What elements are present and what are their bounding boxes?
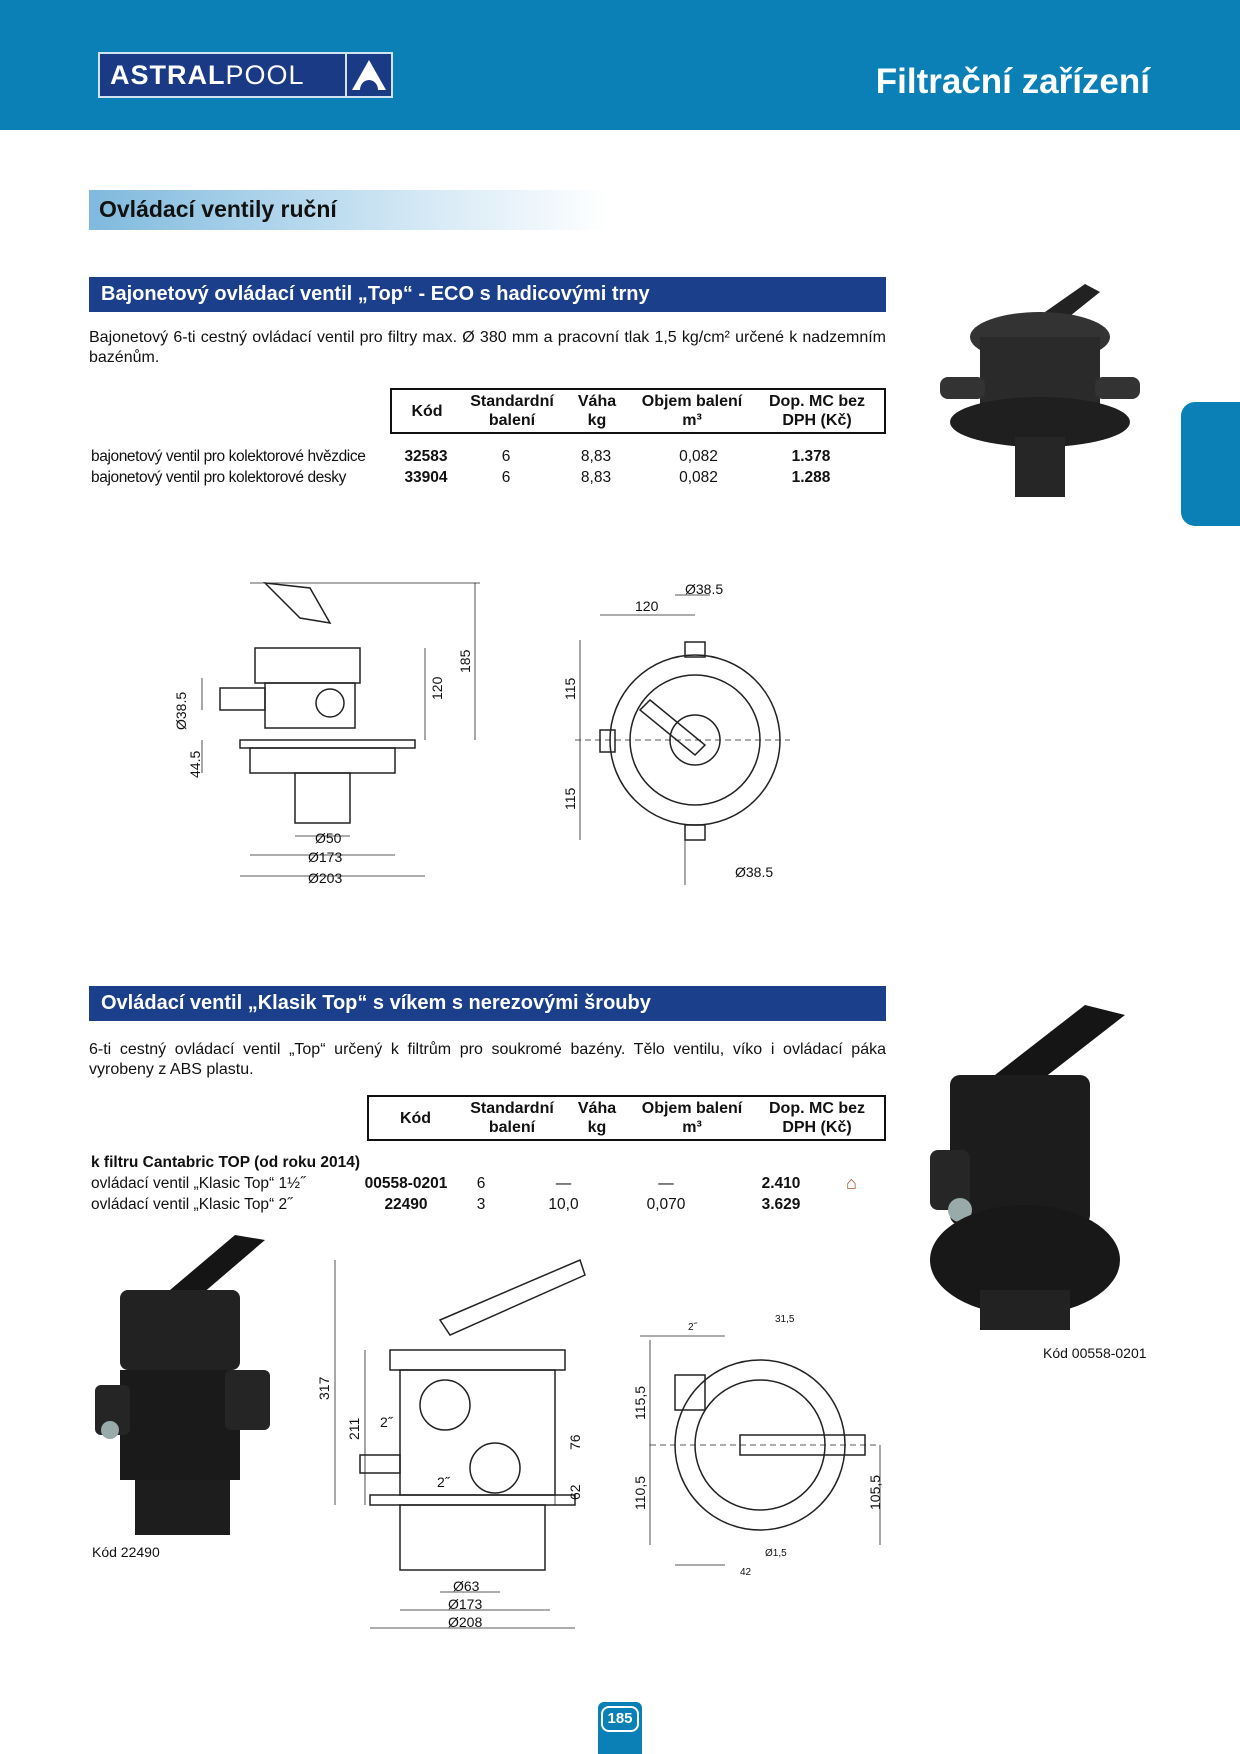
row-pack: 6: [501, 447, 511, 465]
row-weight: —: [555, 1174, 572, 1192]
logo-text-bold: ASTRAL: [110, 59, 226, 90]
col-weight: Váha kg: [577, 393, 617, 429]
row-volume: 0,070: [646, 1195, 686, 1213]
dim-label: Ø38.5: [685, 581, 723, 597]
logo-mark-icon: [345, 54, 391, 96]
col-pack: Standardní balení: [470, 1100, 554, 1136]
product1-table-header: Kód Standardní balení Váha kg Objem bale…: [390, 388, 886, 434]
row-pack: 6: [476, 1174, 486, 1192]
row-name: ovládací ventil „Klasic Top“ 2˝: [91, 1195, 293, 1213]
dim-label: 2˝: [688, 1321, 698, 1333]
side-chapter-tab: [1181, 402, 1240, 526]
col-volume: Objem balení m³: [641, 1100, 743, 1136]
dim-label: Ø50: [315, 830, 342, 846]
dim-label: 115: [562, 787, 578, 810]
product2-title: Ovládací ventil „Klasik Top“ s víkem s n…: [89, 986, 886, 1021]
row-price: 2.410: [761, 1174, 801, 1192]
dim-label: Ø1,5: [765, 1548, 787, 1559]
row-volume: —: [658, 1174, 674, 1192]
dim-label: 105,5: [867, 1475, 883, 1510]
section-title: Ovládací ventily ruční: [89, 190, 609, 230]
row-pack: 6: [501, 468, 511, 486]
product2-caption-left: Kód 22490: [92, 1544, 160, 1560]
dim-label: 76: [567, 1434, 583, 1450]
col-price: Dop. MC bez DPH (Kč): [769, 1100, 865, 1136]
dim-label: Ø63: [453, 1578, 480, 1594]
col-code: Kód: [411, 402, 443, 420]
page-number-label: 185: [601, 1706, 639, 1732]
row-weight: 10,0: [548, 1195, 579, 1213]
product1-title: Bajonetový ovládací ventil „Top“ - ECO s…: [89, 277, 886, 312]
row-code: 33904: [404, 468, 448, 486]
dim-label: 120: [429, 676, 445, 700]
dim-label: 44.5: [187, 751, 203, 778]
col-code: Kód: [399, 1109, 432, 1127]
dim-label: Ø203: [308, 870, 342, 886]
table-row: bajonetový ventil pro kolektorové hvězdi…: [91, 446, 891, 467]
product2-side-drawing: 317 211 2˝ 2˝ 76 62 Ø63 Ø173 Ø208: [316, 1258, 586, 1630]
logo-text-light: POOL: [225, 59, 305, 90]
table-row: bajonetový ventil pro kolektorové desky …: [91, 467, 891, 488]
dim-label: 185: [457, 649, 473, 673]
row-code: 32583: [404, 447, 448, 465]
product1-description: Bajonetový 6-ti cestný ovládací ventil p…: [89, 329, 886, 366]
house-icon: ⌂: [846, 1173, 857, 1193]
row-price: 1.288: [791, 468, 831, 486]
product1-top-drawing: Ø38.5 120 115 115 Ø38.5: [562, 581, 790, 885]
product2-description: 6-ti cestný ovládací ventil „Top“ určený…: [89, 1041, 886, 1078]
col-weight: Váha kg: [577, 1100, 617, 1136]
dim-label: 110,5: [632, 1476, 648, 1510]
product2-table-header: Kód Standardní balení Váha kg Objem bale…: [367, 1095, 886, 1141]
dim-label: 42: [740, 1567, 752, 1578]
row-weight: 8,83: [580, 468, 612, 486]
dim-label: 2˝: [437, 1474, 451, 1490]
product1-photo: [940, 284, 1140, 497]
product2-photo-right: [930, 1005, 1125, 1330]
product2-caption-right: Kód 00558-0201: [1043, 1345, 1147, 1361]
dim-label: 115: [562, 677, 578, 700]
row-volume: 0,082: [679, 468, 718, 486]
page-number: 185: [598, 1702, 642, 1754]
product1-side-drawing: Ø38.5 44.5 Ø50 Ø173 Ø203 120 185: [173, 582, 480, 886]
row-volume: 0,082: [679, 447, 718, 465]
col-pack: Standardní balení: [470, 393, 554, 429]
dim-label: 120: [635, 598, 659, 614]
dim-label: Ø38.5: [735, 864, 773, 880]
row-name: bajonetový ventil pro kolektorové hvězdi…: [91, 447, 366, 465]
row-price: 1.378: [791, 447, 831, 465]
dim-label: 317: [316, 1376, 332, 1400]
dim-label: 62: [567, 1484, 583, 1500]
table-row: ovládací ventil „Klasic Top“ 1½˝ 00558-0…: [91, 1173, 911, 1194]
row-weight: 8,83: [580, 447, 612, 465]
dim-label: 2˝: [380, 1414, 394, 1430]
row-pack: 3: [476, 1195, 486, 1213]
dim-label: Ø38.5: [173, 692, 189, 730]
product2-table-body: k filtru Cantabric TOP (od roku 2014) ov…: [91, 1152, 911, 1215]
product2-top-drawing: 2˝ 31,5 115,5 110,5 105,5 Ø1,5 42: [632, 1314, 883, 1578]
dim-label: 115,5: [632, 1386, 648, 1420]
dim-label: 211: [346, 1417, 362, 1440]
row-name: bajonetový ventil pro kolektorové desky: [91, 468, 346, 486]
row-name: ovládací ventil „Klasic Top“ 1½˝: [91, 1174, 306, 1192]
row-code: 22490: [384, 1195, 428, 1213]
table-row: ovládací ventil „Klasic Top“ 2˝ 22490 3 …: [91, 1194, 911, 1215]
dim-label: Ø173: [308, 849, 342, 865]
row-code: 00558-0201: [364, 1174, 448, 1192]
astralpool-logo: ASTRALPOOL: [98, 52, 393, 98]
col-volume: Objem balení m³: [641, 393, 743, 429]
table-group-header: k filtru Cantabric TOP (od roku 2014): [91, 1153, 361, 1171]
dim-label: 31,5: [775, 1314, 795, 1325]
col-price: Dop. MC bez DPH (Kč): [769, 393, 865, 429]
page-title: Filtrační zařízení: [875, 62, 1150, 101]
dim-label: Ø208: [448, 1614, 482, 1630]
product1-table-body: bajonetový ventil pro kolektorové hvězdi…: [91, 446, 891, 488]
dim-label: Ø173: [448, 1596, 482, 1612]
product2-photo-left: [95, 1235, 270, 1535]
row-price: 3.629: [761, 1195, 801, 1213]
